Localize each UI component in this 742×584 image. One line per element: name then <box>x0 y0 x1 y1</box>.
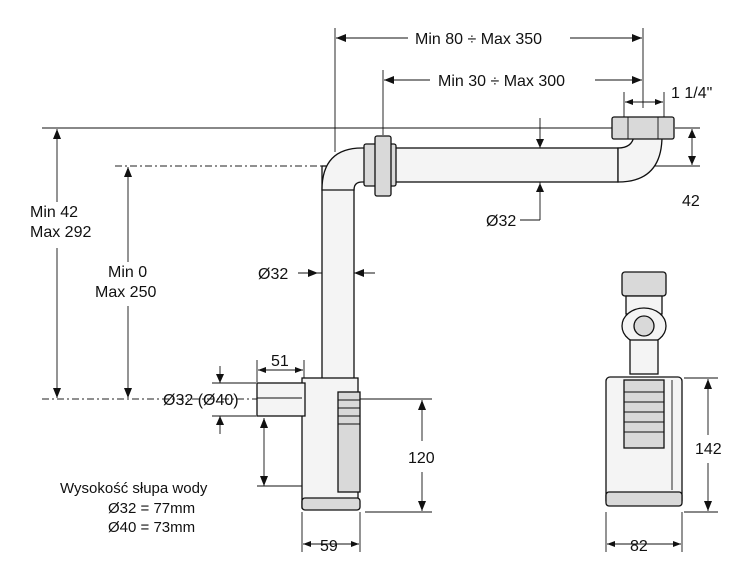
dimension-top-outer: Min 80 ÷ Max 350 <box>334 28 644 152</box>
note-line-40: Ø40 = 73mm <box>108 519 195 536</box>
dimension-side-width: 82 <box>605 512 683 555</box>
note-line-32: Ø32 = 77mm <box>108 500 195 517</box>
dim-text-right-height: 42 <box>682 193 700 210</box>
dim-text-inner-min: Min 0 <box>108 264 147 281</box>
dim-text-side-height: 142 <box>695 441 722 458</box>
dimension-water-column <box>257 418 302 487</box>
dimension-side-height: 142 <box>684 377 722 513</box>
dim-text-top-outer: Min 80 ÷ Max 350 <box>415 31 542 48</box>
dimension-pipe-horizontal: Ø32 <box>486 118 544 230</box>
dim-text-pipe-vertical: Ø32 <box>258 266 288 283</box>
dimension-inlet-offset: 51 <box>256 353 305 382</box>
siphon-front-view <box>256 116 675 511</box>
dim-text-side-width: 82 <box>630 538 648 555</box>
dimension-inlet-diameter: Ø32 (Ø40) <box>163 366 256 434</box>
dimension-top-inner: Min 30 ÷ Max 300 <box>382 70 642 135</box>
dim-text-inlet-diameter: Ø32 (Ø40) <box>163 392 239 409</box>
dimension-inner-height: Min 0 Max 250 <box>95 167 156 398</box>
dim-text-left-min: Min 42 <box>30 204 78 221</box>
dimension-body-height: 120 <box>355 398 435 513</box>
siphon-side-view <box>605 271 683 507</box>
dimension-body-width: 59 <box>301 512 361 555</box>
dimension-right-height: 42 <box>682 129 700 210</box>
note-title: Wysokość słupa wody <box>60 480 208 497</box>
dim-text-inlet-offset: 51 <box>271 353 289 370</box>
dim-text-body-width: 59 <box>320 538 338 555</box>
water-column-note: Wysokość słupa wody Ø32 = 77mm Ø40 = 73m… <box>60 480 208 536</box>
dim-text-pipe-horizontal: Ø32 <box>486 213 516 230</box>
dimension-thread: 1 1/4" <box>623 85 712 117</box>
dimension-left-height: Min 42 Max 292 <box>30 129 91 398</box>
dim-text-top-inner: Min 30 ÷ Max 300 <box>438 73 565 90</box>
dimension-pipe-vertical: Ø32 <box>258 266 375 283</box>
dim-text-thread: 1 1/4" <box>671 85 712 102</box>
dim-text-body-height: 120 <box>408 450 435 467</box>
dim-text-left-max: Max 292 <box>30 224 91 241</box>
dim-text-inner-max: Max 250 <box>95 284 156 301</box>
